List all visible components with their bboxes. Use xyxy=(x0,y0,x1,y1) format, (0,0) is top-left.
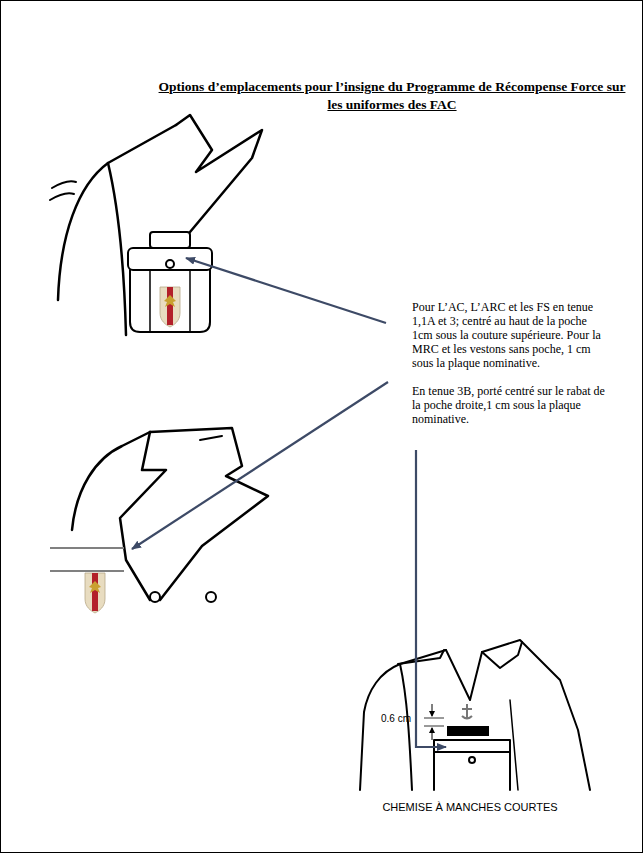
shirt-caption: CHEMISE À MANCHES COURTES xyxy=(370,801,570,813)
diagram-title: Options d’emplacements pour l’insigne du… xyxy=(150,78,634,114)
note-paragraph: En tenue 3B, porté centré sur le rabat d… xyxy=(412,384,610,426)
placement-note: Pour L’AC, L’ARC et les FS en tenue 1,1A… xyxy=(412,300,610,440)
dimension-label: 0.6 cm xyxy=(381,713,411,724)
note-paragraph: Pour L’AC, L’ARC et les FS en tenue 1,1A… xyxy=(412,300,610,370)
